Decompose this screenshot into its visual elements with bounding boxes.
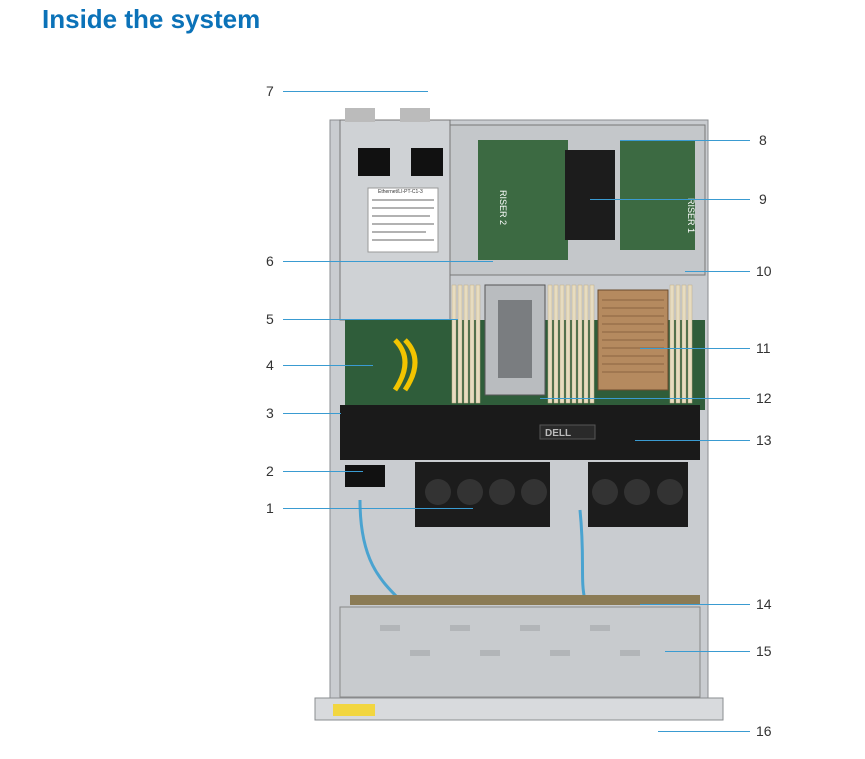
psu-2-handle — [400, 108, 430, 122]
leader-4 — [283, 365, 373, 366]
front-bezel — [314, 697, 724, 721]
fan-bracket — [345, 465, 385, 487]
callout-1: 1 — [266, 500, 274, 516]
callout-12: 12 — [756, 390, 772, 406]
riser-1-label: RISER 1 — [686, 198, 696, 233]
callout-14: 14 — [756, 596, 772, 612]
callout-4: 4 — [266, 357, 274, 373]
service-tag-label — [333, 704, 375, 716]
leader-13 — [635, 440, 750, 441]
riser-2-label: RISER 2 — [498, 190, 508, 225]
socket-cover — [498, 300, 532, 378]
callout-8: 8 — [759, 132, 767, 148]
leader-11 — [640, 348, 750, 349]
callout-2: 2 — [266, 463, 274, 479]
leader-10 — [685, 271, 750, 272]
drive-backplane — [350, 595, 700, 605]
leader-5 — [283, 319, 458, 320]
shroud-logo-plate — [539, 424, 596, 440]
callout-13: 13 — [756, 432, 772, 448]
dimm-bank-left — [451, 284, 583, 404]
page-title: Inside the system — [42, 4, 261, 34]
callout-7: 7 — [266, 83, 274, 99]
callout-3: 3 — [266, 405, 274, 421]
leader-16 — [658, 731, 750, 732]
callout-5: 5 — [266, 311, 274, 327]
callout-10: 10 — [756, 263, 772, 279]
callout-16: 16 — [756, 723, 772, 739]
psu-2-fan — [411, 148, 443, 176]
riser-1-card — [620, 140, 695, 250]
cooling-fans — [345, 462, 688, 527]
leader-15 — [665, 651, 750, 652]
psu-label-sticker — [367, 187, 439, 253]
leader-3 — [283, 413, 341, 414]
leader-6 — [283, 261, 493, 262]
callout-15: 15 — [756, 643, 772, 659]
callout-11: 11 — [756, 340, 771, 356]
dimm-bank-right — [583, 284, 693, 404]
leader-8 — [620, 140, 750, 141]
leader-12 — [540, 398, 750, 399]
callout-6: 6 — [266, 253, 274, 269]
leader-2 — [283, 471, 363, 472]
leader-7 — [283, 91, 428, 92]
psu-sticker-text: Ethernet/LI-PT-C1-3 — [378, 189, 423, 195]
riser-2-card — [478, 140, 568, 260]
psu-1-handle — [345, 108, 375, 122]
leader-1 — [283, 508, 473, 509]
leader-14 — [640, 604, 750, 605]
air-shroud — [340, 405, 700, 460]
callout-9: 9 — [759, 191, 767, 207]
psu-1-fan — [358, 148, 390, 176]
riser-3-card — [565, 150, 615, 240]
drive-cage — [339, 606, 701, 698]
leader-9 — [590, 199, 750, 200]
brand-logo: DELL — [545, 428, 571, 439]
